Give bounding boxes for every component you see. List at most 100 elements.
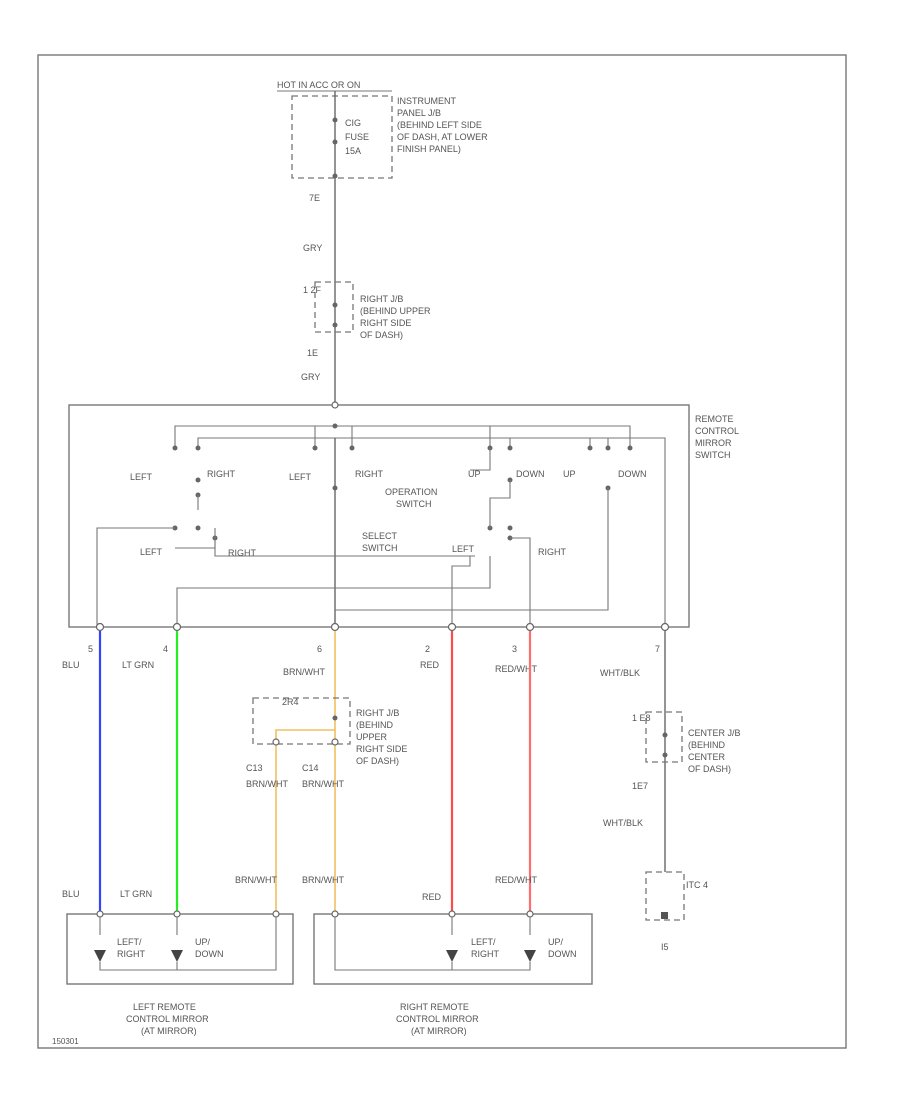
output-pins: [95, 622, 670, 632]
right-jb2-label-2: (BEHIND: [356, 720, 394, 730]
left-motor2-label: UP/ DOWN: [195, 937, 224, 959]
rm-wire-3: RED/WHT: [495, 875, 537, 885]
c14-wire: BRN/WHT: [302, 779, 344, 789]
mirror-switch-label: REMOTE CONTROL MIRROR SWITCH: [695, 414, 741, 460]
operation-switch-label-1: OPERATION: [385, 487, 437, 497]
instrument-jb-label-5: FINISH PANEL): [397, 144, 461, 154]
center-jb-label-2: (BEHIND: [688, 740, 726, 750]
power-source-label: HOT IN ACC OR ON: [277, 80, 360, 90]
instrument-jb-label-4: OF DASH, AT LOWER: [397, 132, 488, 142]
left-motor1-label: LEFT/ RIGHT: [117, 937, 146, 959]
pin-4-terminal: [172, 622, 182, 632]
instrument-jb-outline: [291, 95, 393, 179]
right-jb2-right-terminal: [331, 738, 339, 746]
op-label-right-1: RIGHT: [207, 469, 236, 479]
right-motor2-label-2: DOWN: [548, 949, 577, 959]
mirror-switch-box: [68, 404, 690, 628]
center-jb-terminal-a: [662, 732, 668, 738]
ground-id: I5: [661, 942, 669, 952]
mirror-switch-label-3: MIRROR: [695, 438, 732, 448]
right-jb-label-4: OF DASH): [360, 330, 403, 340]
common-return: [335, 488, 609, 611]
pin-6-terminal: [330, 622, 340, 632]
lm-wire-3: BRN/WHT: [235, 875, 277, 885]
fuse-terminal-top: [332, 117, 338, 123]
select-switch-label-2: SWITCH: [362, 543, 398, 553]
center-jb-terminal-b: [662, 752, 668, 758]
left-mirror-terminal-2: [173, 910, 181, 918]
right-jb2-outline: [252, 697, 351, 745]
contact: [312, 445, 318, 451]
right-mirror-terminal-1: [331, 910, 339, 918]
select-to-pin4: [176, 556, 491, 627]
contact: [507, 525, 513, 531]
mirror-switch-label-4: SWITCH: [695, 450, 731, 460]
right-motor1-label: LEFT/ RIGHT: [471, 937, 500, 959]
right-motor2-icon: [524, 950, 536, 962]
wire-label-ltgrn: LT GRN: [122, 660, 154, 670]
center-jb-label: CENTER J/B (BEHIND CENTER OF DASH): [688, 728, 743, 774]
instrument-jb-label-1: INSTRUMENT: [397, 96, 456, 106]
pin-3-number: 3: [512, 644, 517, 654]
operation-switch-label-2: SWITCH: [396, 499, 432, 509]
pin-7-number: 7: [655, 644, 660, 654]
center-jb-pin-top: 1 E8: [632, 713, 651, 723]
contact: [349, 445, 355, 451]
center-jb-label-1: CENTER J/B: [688, 728, 741, 738]
left-motor2-icon: [171, 950, 183, 962]
wire-label-red: RED: [420, 660, 440, 670]
center-jb-outline: [645, 711, 683, 763]
figure-id: 150301: [52, 1037, 79, 1046]
right-motor1-label-1: LEFT/: [471, 937, 496, 947]
left-mirror-terminal-1: [96, 910, 104, 918]
right-jb-label-2: (BEHIND UPPER: [360, 306, 431, 316]
right-jb2-label-4: RIGHT SIDE: [356, 744, 407, 754]
operation-switch-label: OPERATION SWITCH: [385, 487, 440, 509]
wire-brn-wht-left: [275, 729, 335, 912]
center-jb-pin-bottom: 1E7: [632, 781, 648, 791]
rm-wire-2: RED: [422, 892, 442, 902]
right-motor1-label-2: RIGHT: [471, 949, 500, 959]
instrument-jb-label-2: PANEL J/B: [397, 108, 441, 118]
wire-label-brnwht: BRN/WHT: [283, 667, 325, 677]
contact: [172, 445, 178, 451]
select-switch-label: SELECT SWITCH: [362, 531, 399, 553]
wire-label-redwht: RED/WHT: [495, 664, 537, 674]
right-jb2-label: RIGHT J/B (BEHIND UPPER RIGHT SIDE OF DA…: [356, 708, 410, 766]
contact: [627, 445, 633, 451]
op-link-2: [470, 448, 491, 471]
rm-wire-1: BRN/WHT: [302, 875, 344, 885]
ground-connector-label: ITC 4: [686, 880, 708, 890]
contact: [605, 445, 611, 451]
right-jb2-label-5: OF DASH): [356, 756, 399, 766]
select-switch-label-1: SELECT: [362, 531, 398, 541]
pin-6-number: 6: [317, 644, 322, 654]
contact: [507, 445, 513, 451]
select-label-left-1: LEFT: [140, 547, 163, 557]
contact: [195, 445, 201, 451]
fuse-label-3: 15A: [345, 146, 361, 156]
right-mirror-label-1: RIGHT REMOTE: [400, 1002, 469, 1012]
left-mirror-label: LEFT REMOTE CONTROL MIRROR (AT MIRROR): [126, 1002, 211, 1036]
fuse-terminal-bottom: [332, 139, 338, 145]
diagram-frame: [37, 54, 847, 1049]
op-label-up-2: UP: [563, 469, 576, 479]
ground-connector-outline: [645, 871, 685, 921]
right-jb-terminal-b: [332, 322, 338, 328]
left-mirror-label-1: LEFT REMOTE: [133, 1002, 196, 1012]
left-mirror-label-2: CONTROL MIRROR: [126, 1014, 209, 1024]
pin-4-number: 4: [163, 644, 168, 654]
pin-5-terminal: [95, 622, 105, 632]
right-jb-terminal-a: [332, 302, 338, 308]
pin-2-number: 2: [425, 644, 430, 654]
switch-contacts: [172, 423, 633, 541]
select-label-right-1: RIGHT: [228, 548, 257, 558]
right-mirror-terminal-3: [526, 910, 534, 918]
right-motor1-icon: [446, 950, 458, 962]
right-mirror-label: RIGHT REMOTE CONTROL MIRROR (AT MIRROR): [396, 1002, 481, 1036]
center-jb-label-4: OF DASH): [688, 764, 731, 774]
right-jb2-label-3: UPPER: [356, 732, 388, 742]
fuse-label: CIG FUSE 15A: [345, 118, 372, 156]
fuse-label-1: CIG: [345, 118, 361, 128]
